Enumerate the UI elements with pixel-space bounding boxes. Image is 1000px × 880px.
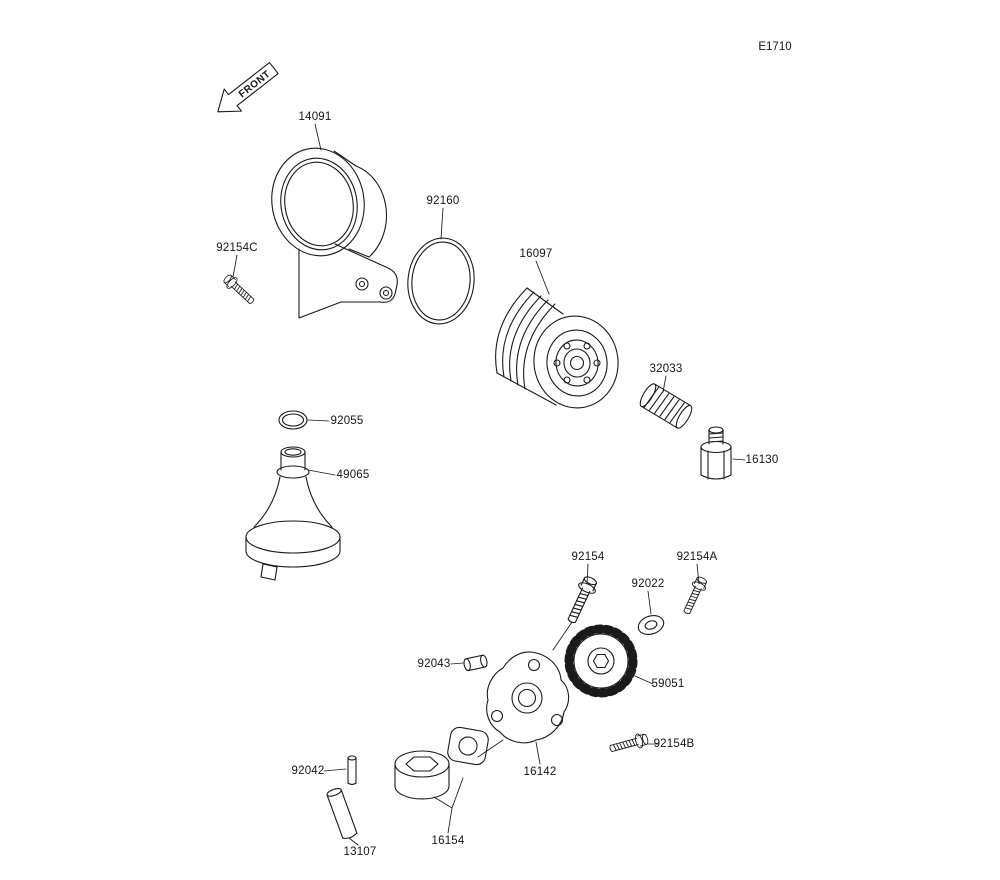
part-92154a-bolt xyxy=(679,574,710,617)
part-label-16130: 16130 xyxy=(745,454,779,466)
part-label-92154C: 92154C xyxy=(216,242,258,254)
part-92160-gasket xyxy=(407,237,475,325)
part-16130-fitting xyxy=(700,426,732,480)
part-label-92043: 92043 xyxy=(417,658,451,670)
part-label-32033: 32033 xyxy=(649,363,683,375)
part-92043-pin xyxy=(463,654,488,672)
part-92154-bolt xyxy=(562,573,601,627)
part-label-92160: 92160 xyxy=(426,195,460,207)
part-14091-cover xyxy=(271,147,398,319)
part-13107-shaft xyxy=(326,788,358,839)
part-label-92022: 92022 xyxy=(631,578,665,590)
part-92055-oring xyxy=(278,410,308,430)
part-label-92154: 92154 xyxy=(571,551,605,563)
part-label-16097: 16097 xyxy=(519,248,553,260)
part-59051-gear xyxy=(564,624,638,698)
part-16097-oil-filter xyxy=(495,287,619,409)
page-code: E1710 xyxy=(758,41,792,53)
part-92042-pin xyxy=(347,755,357,786)
part-16154-rotor-set xyxy=(394,726,489,800)
part-label-92154A: 92154A xyxy=(676,551,718,563)
part-label-92154B: 92154B xyxy=(653,738,695,750)
front-arrow-icon: FRONT xyxy=(217,62,279,113)
leader-lines xyxy=(232,123,746,846)
part-label-59051: 59051 xyxy=(651,678,685,690)
part-32033-fitting xyxy=(639,383,693,429)
part-label-14091: 14091 xyxy=(298,111,332,123)
part-16142-pump-body xyxy=(486,651,570,744)
part-label-92042: 92042 xyxy=(291,765,325,777)
part-92022-washer xyxy=(637,614,665,636)
part-label-13107: 13107 xyxy=(343,846,377,858)
part-49065-filter-element xyxy=(245,446,341,581)
part-label-16154: 16154 xyxy=(431,835,465,847)
part-label-49065: 49065 xyxy=(336,469,370,481)
part-92154b-bolt xyxy=(607,731,650,757)
part-label-16142: 16142 xyxy=(523,766,557,778)
part-label-92055: 92055 xyxy=(330,415,364,427)
part-92154c-bolt xyxy=(220,272,258,308)
